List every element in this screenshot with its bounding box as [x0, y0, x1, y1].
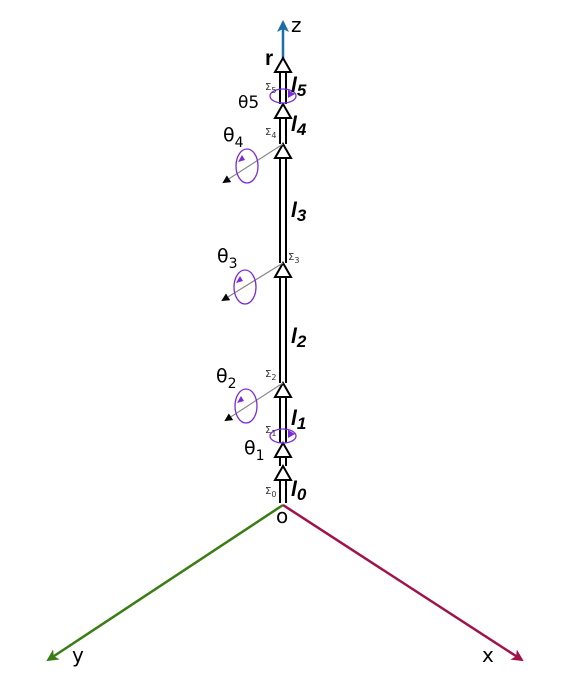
frame-label-0: Σ0: [265, 486, 276, 499]
link-segment: [273, 260, 293, 383]
link-segment: [273, 380, 293, 443]
rotation-arrow-3: [233, 269, 257, 305]
frame-label-1: Σ1: [265, 425, 276, 438]
joint-label-2: θ2: [216, 365, 237, 392]
joint-label-5: θ5: [238, 93, 259, 113]
x-axis: [282, 503, 524, 662]
rotation-arrow-4: [235, 148, 259, 184]
frame-label-3: Σ3: [288, 252, 299, 265]
rotation-arrow-2: [234, 388, 258, 424]
frame-label-5: Σ5: [265, 82, 276, 95]
link-label-1: l1: [291, 407, 306, 433]
link-segment: [273, 101, 293, 144]
link-label-4: l4: [291, 113, 307, 139]
link-label-5: l5: [291, 74, 307, 100]
link-segments: [273, 55, 293, 503]
link-label-2: l2: [291, 325, 307, 351]
link-segment: [273, 463, 293, 503]
link-label-3: l3: [291, 199, 307, 225]
x-axis-label: x: [482, 643, 494, 667]
link-label-0: l0: [291, 478, 307, 504]
y-axis: [46, 503, 284, 662]
joint-axis-3: [221, 262, 284, 302]
joint-axis-4: [222, 143, 284, 184]
rotation-arrow-1: [269, 428, 297, 444]
origin-label: o: [276, 504, 288, 528]
link-segment: [273, 55, 293, 104]
joint-label-1: θ1: [244, 437, 265, 464]
z-axis-label: z: [291, 13, 302, 37]
frame-label-2: Σ2: [265, 369, 276, 382]
end-effector-label: r: [265, 47, 273, 70]
link-segment: [273, 141, 293, 263]
frame-label-4: Σ4: [265, 127, 276, 140]
joint-label-3: θ3: [217, 245, 238, 272]
joint-axis-2: [224, 382, 284, 422]
joint-label-4: θ4: [223, 124, 244, 151]
link-segment: [273, 440, 293, 466]
rotation-arrow-5: [269, 88, 297, 104]
y-axis-label: y: [72, 643, 84, 667]
